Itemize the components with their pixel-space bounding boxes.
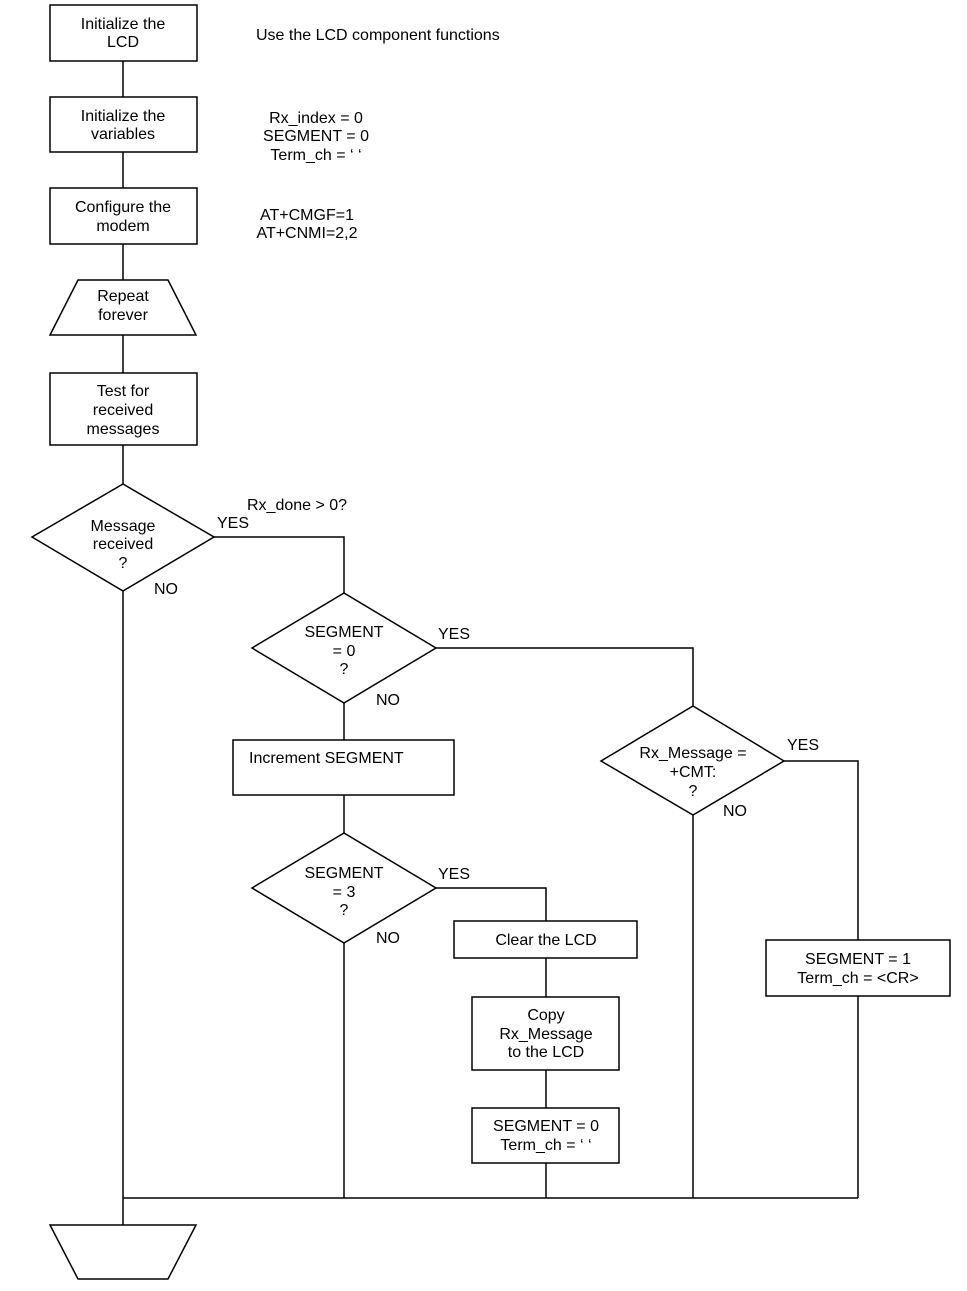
increment-segment-box: Increment SEGMENT — [232, 739, 455, 796]
connectors — [122, 61, 859, 1225]
cmt-yes-label: YES — [787, 737, 819, 754]
config-modem-line2: modem — [96, 218, 149, 235]
segment-eq-3-decision: SEGMENT = 3 ? — [250, 832, 438, 944]
msg-no-label: NO — [154, 581, 178, 598]
init-lcd-line2: LCD — [107, 34, 139, 51]
test-messages-box: Test for received messages — [49, 372, 198, 446]
repeat-forever-trapezoid: Repeat forever — [48, 279, 198, 336]
repeat-line1: Repeat — [97, 288, 149, 305]
cmt-line3: ? — [689, 783, 698, 800]
vars-note-line1: Rx_index = 0 — [269, 110, 363, 127]
annotations: Use the LCD component functions Rx_index… — [247, 27, 500, 514]
seg-set-line1: SEGMENT = 1 — [805, 951, 911, 968]
init-vars-line2: variables — [91, 126, 155, 143]
modem-note-line2: AT+CNMI=2,2 — [256, 225, 357, 242]
increment-seg-label: Increment SEGMENT — [249, 750, 404, 767]
configure-modem-box: Configure the modem — [49, 187, 198, 245]
clear-lcd-label: Clear the LCD — [495, 932, 596, 949]
seg-set-line2: Term_ch = <CR> — [797, 970, 918, 987]
msg-received-line3: ? — [119, 555, 128, 572]
copy-line1: Copy — [527, 1007, 564, 1024]
init-vars-line1: Initialize the — [81, 108, 166, 125]
seg3-yes-label: YES — [438, 866, 470, 883]
init-lcd-box: Initialize the LCD — [49, 4, 198, 62]
init-lcd-line1: Initialize the — [81, 16, 166, 33]
init-variables-box: Initialize the variables — [49, 96, 198, 153]
clear-lcd-box: Clear the LCD — [453, 920, 638, 959]
vars-note-line2: SEGMENT = 0 — [263, 128, 369, 145]
cmt-line1: Rx_Message = — [639, 745, 746, 762]
msg-received-line2: received — [93, 536, 153, 553]
modem-note-line1: AT+CMGF=1 — [260, 207, 354, 224]
segment-eq-0-decision: SEGMENT = 0 ? — [250, 592, 438, 704]
branch-labels: YES NO YES NO YES NO YES NO — [154, 515, 819, 947]
copy-line3: to the LCD — [508, 1044, 584, 1061]
vars-note-line3: Term_ch = ‘ ‘ — [270, 147, 361, 164]
cmt-line2: +CMT: — [670, 764, 717, 781]
message-received-decision: Message received ? — [30, 483, 216, 592]
seg3-no-label: NO — [376, 930, 400, 947]
seg-reset-line1: SEGMENT = 0 — [493, 1118, 599, 1135]
repeat-line2: forever — [98, 307, 148, 324]
cmt-no-label: NO — [723, 803, 747, 820]
seg3-line3: ? — [340, 902, 349, 919]
seg3-line1: SEGMENT — [304, 865, 383, 882]
test-msgs-line1: Test for — [97, 383, 150, 400]
seg3-line2: = 3 — [333, 884, 356, 901]
msg-received-line1: Message — [91, 518, 156, 535]
rx-done-note: Rx_done > 0? — [247, 497, 347, 514]
seg0-yes-label: YES — [438, 626, 470, 643]
seg0-line1: SEGMENT — [304, 624, 383, 641]
segment-reset-box: SEGMENT = 0 Term_ch = ‘ ‘ — [471, 1107, 620, 1164]
seg0-no-label: NO — [376, 692, 400, 709]
seg0-line3: ? — [340, 661, 349, 678]
msg-yes-label: YES — [217, 515, 249, 532]
seg0-line2: = 0 — [333, 643, 356, 660]
seg-reset-line2: Term_ch = ‘ ‘ — [500, 1137, 591, 1154]
config-modem-line1: Configure the — [75, 199, 171, 216]
lcd-note: Use the LCD component functions — [256, 27, 500, 44]
test-msgs-line2: received — [93, 402, 153, 419]
segment-set-box: SEGMENT = 1 Term_ch = <CR> — [765, 939, 951, 997]
copy-message-box: Copy Rx_Message to the LCD — [471, 996, 620, 1071]
test-msgs-line3: messages — [87, 421, 160, 438]
rx-message-cmt-decision: Rx_Message = +CMT: ? — [599, 705, 786, 816]
copy-line2: Rx_Message — [499, 1026, 592, 1043]
end-trapezoid — [48, 1224, 198, 1280]
